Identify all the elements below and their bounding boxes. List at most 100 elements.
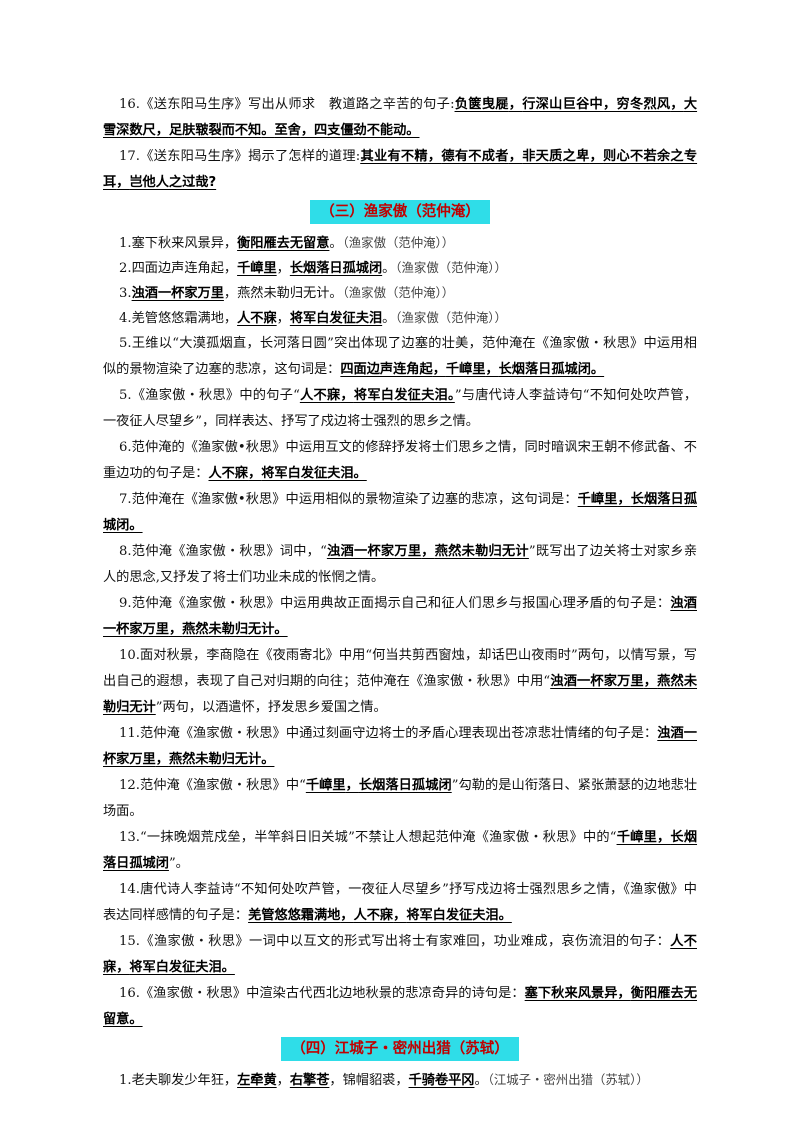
source-note: （渔家傲（范仲淹））	[395, 260, 507, 275]
list-item: 17.《送东阳马生序》揭示了怎样的道理:其业有不精，德有不成者，非天质之卑，则心…	[103, 144, 697, 196]
question-text: 16.《渔家傲・秋思》中渲染古代西北边地秋景的悲凉奇异的诗句是：	[119, 986, 525, 1001]
answer-text: ，	[643, 674, 658, 689]
list-item: 9.范仲淹《渔家傲・秋思》中运用典故正面揭示自己和征人们思乡与报国心理矛盾的句子…	[103, 591, 697, 643]
list-item: 3.浊酒一杯家万里，燕然未勒归无计。（渔家傲（范仲淹））	[103, 281, 697, 306]
answer-text: ，	[485, 362, 499, 377]
list-item: 10.面对秋景，李商隐在《夜雨寄北》中用“何当共剪西窗烛，却话巴山夜雨时”两句，…	[103, 643, 697, 721]
answer-text: ，	[657, 830, 671, 845]
answer-text: 人不寐	[208, 466, 249, 481]
section-heading-wrap: （三）渔家傲（范仲淹）	[103, 200, 697, 225]
list-item: 16.《渔家傲・秋思》中渲染古代西北边地秋景的悲凉奇异的诗句是：塞下秋来风景异，…	[103, 981, 697, 1033]
list-item: 12.范仲淹《渔家傲・秋思》中“千嶂里，长烟落日孤城闭”勾勒的是山衔落日、紧张萧…	[103, 773, 697, 825]
question-text: ，	[276, 311, 290, 326]
question-text: ，	[276, 1073, 290, 1088]
question-text: ”与唐代诗人李益诗句“不知何处吹芦管，一夜征人尽望乡”，同样表达、抒写了戍边将士…	[103, 388, 698, 429]
answer-text: ，	[340, 908, 354, 923]
question-text: 5.《渔家傲・秋思》中的句子“	[119, 388, 300, 403]
answer-text: 将军白发征夫泪	[289, 311, 383, 326]
answer-text: 人不寐	[103, 934, 697, 975]
answer-text: 燕然未勒归无计	[103, 674, 698, 715]
answer-text: ，	[421, 544, 435, 559]
question-text: 17.《送东阳马生序》揭示了怎样的道理:	[119, 149, 361, 164]
answer-text: 人不寐	[299, 388, 341, 403]
answer-text: ，	[116, 960, 130, 975]
answer-text: 则心不若余之专耳	[103, 149, 698, 190]
answer-text: ，	[603, 97, 617, 112]
answer-text: ，	[340, 388, 354, 403]
answer-text: 千嶂里	[616, 830, 657, 845]
question-text: 4.羌管悠悠霜满地，	[119, 311, 238, 326]
answer-text: 燕然未勒归无计。	[168, 752, 275, 767]
answer-text: 浊酒一杯家万里	[103, 596, 697, 637]
question-text: 6.范仲淹的《渔家傲•秋思》中运用互文的修辞抒发将士们思乡之情，同时暗讽宋王朝不…	[103, 440, 697, 481]
section-heading-wrap: （四）江城子・密州出猎（苏轼）	[103, 1037, 697, 1062]
list-item: 13.“一抹晚烟荒戍垒，半竿斜日旧关城”不禁让人想起范仲淹《渔家傲・秋思》中的“…	[103, 825, 697, 877]
answer-text: 燕然未勒归无计。	[182, 622, 288, 637]
answer-text: 衡阳雁去无留意。	[103, 986, 698, 1027]
answer-text: ，	[432, 362, 446, 377]
list-item: 1.塞下秋来风景异，衡阳雁去无留意。（渔家傲（范仲淹））	[103, 231, 697, 256]
answer-text: ，	[116, 175, 130, 190]
answer-text: 行深山巨谷中	[522, 97, 604, 112]
answer-text: ，	[427, 149, 442, 164]
question-text: 10.面对秋景，李商隐在《夜雨寄北》中用“何当共剪西窗烛，却话巴山夜雨时”两句，…	[103, 648, 697, 689]
answer-text: 负箧曳屣	[454, 97, 509, 112]
answer-text: 长烟落日孤城闭	[103, 830, 698, 871]
list-item: 2.四面边声连角起，千嶂里，长烟落日孤城闭。（渔家傲（范仲淹））	[103, 256, 697, 281]
answer-text: ，	[670, 97, 684, 112]
list-item: 7.范仲淹在《渔家傲•秋思》中运用相似的景物渲染了边塞的悲凉，这句词是：千嶂里，…	[103, 487, 697, 539]
question-text: 。	[474, 1073, 488, 1088]
answer-text: 大雪深数尺	[103, 97, 698, 138]
answer-text: ，	[248, 466, 262, 481]
answer-text: 足肤皲裂而不知	[168, 123, 262, 138]
question-text: 8.范仲淹《渔家傲・秋思》词中，“	[119, 544, 327, 559]
answer-text: 衡阳雁去无留意	[237, 236, 330, 251]
question-text: ”。	[168, 856, 189, 871]
source-note: （渔家傲（范仲淹））	[342, 285, 455, 300]
answer-text: 将军白发征夫泪。	[129, 960, 235, 975]
answer-text: ，	[393, 908, 407, 923]
answer-text: 岂他人之过哉?	[129, 175, 217, 190]
answer-text: 德有不成者	[441, 149, 509, 164]
question-text: 2.四面边声连角起，	[119, 261, 238, 276]
answer-text: 长烟落日孤城闭。	[103, 492, 698, 533]
answer-text: 其业有不精	[360, 149, 428, 164]
list-item: 11.范仲淹《渔家傲・秋思》中通过刻画守边将士的矛盾心理表现出苍凉悲壮情绪的句子…	[103, 721, 697, 773]
question-text: 3.	[119, 286, 132, 301]
question-text: 7.范仲淹在《渔家傲•秋思》中运用相似的景物渲染了边塞的悲凉，这句词是：	[119, 492, 578, 507]
answer-text: ，	[617, 492, 631, 507]
answer-text: 千嶂里	[577, 492, 618, 507]
answer-text: 浊酒一杯家万里	[326, 544, 422, 559]
answer-text: ，	[589, 149, 604, 164]
source-note: （江城子・密州出猎（苏轼））	[487, 1072, 649, 1087]
list-item: 6.范仲淹的《渔家傲•秋思》中运用互文的修辞抒发将士们思乡之情，同时暗讽宋王朝不…	[103, 435, 697, 487]
question-text: ，锦帽貂裘，	[329, 1073, 409, 1088]
list-item: 5.王维以“大漠孤烟直，长河落日圆”突出体现了边塞的壮美，范仲淹在《渔家傲・秋思…	[103, 331, 697, 383]
list-item: 4.羌管悠悠霜满地，人不寐，将军白发征夫泪。（渔家傲（范仲淹））	[103, 306, 697, 331]
question-text: 。	[329, 236, 343, 251]
answer-text: ，	[155, 752, 169, 767]
question-text: 。	[382, 261, 396, 276]
question-text: 9.范仲淹《渔家傲・秋思》中运用典故正面揭示自己和征人们思乡与报国心理矛盾的句子…	[119, 596, 671, 611]
answer-text: 千嶂里	[305, 778, 346, 793]
question-text: 13.“一抹晚烟荒戍垒，半竿斜日旧关城”不禁让人想起范仲淹《渔家傲・秋思》中的“	[119, 830, 617, 845]
answer-text: 至舍	[274, 123, 301, 138]
question-text: 。	[382, 311, 396, 326]
list-item: 16.《送东阳马生序》写出从师求 教道路之辛苦的句子:负箧曳屣，行深山巨谷中，穷…	[103, 92, 697, 144]
answer-text: 。	[447, 388, 455, 403]
answer-text: 浊酒一杯家万里	[131, 286, 224, 301]
question-text: 14.唐代诗人李益诗“不知何处吹芦管，一夜征人尽望乡”抒写戍边将士强烈思乡之情，…	[103, 882, 697, 923]
answer-text: 。	[261, 123, 275, 138]
answer-text: 右擎苍	[289, 1073, 330, 1088]
source-note: （渔家傲（范仲淹））	[342, 235, 455, 250]
answer-text: 四面边声连角起	[340, 362, 433, 377]
question-text: ”既写出了边关将士对家乡亲人的思念,又抒发了将士们功业未成的怅惘之情。	[103, 544, 698, 585]
question-text: ，	[276, 261, 290, 276]
question-text: 11.范仲淹《渔家傲・秋思》中通过刻画守边将士的矛盾心理表现出苍凉悲壮情绪的句子…	[119, 726, 658, 741]
question-text: 15.《渔家傲・秋思》一词中以互文的形式写出将士有家难回，功业难成，哀伤流泪的句…	[119, 934, 671, 949]
answer-text: ，	[617, 986, 631, 1001]
answer-text: 塞下秋来风景异	[524, 986, 618, 1001]
question-text: 1.塞下秋来风景异，	[119, 236, 238, 251]
question-text: ”勾勒的是山衔落日、紧张萧瑟的边地悲壮场面。	[103, 778, 698, 819]
